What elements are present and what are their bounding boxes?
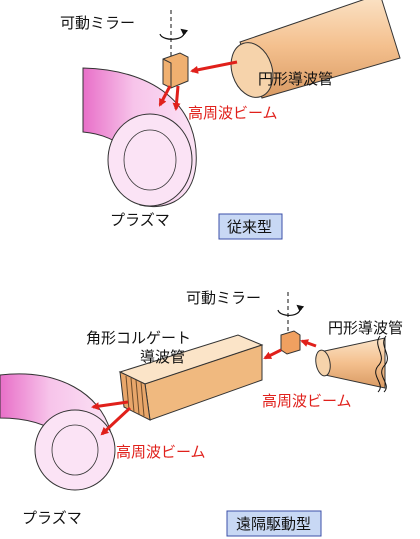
rotation-arrow-top xyxy=(159,28,189,40)
plasma-label-bottom: プラズマ xyxy=(22,509,82,527)
type-label-bottom: 遠隔駆動型 xyxy=(236,515,311,533)
beam-label-bottom-left: 高周波ビーム xyxy=(116,443,206,461)
beam-label-bottom-right: 高周波ビーム xyxy=(262,392,352,410)
top-diagram: 可動ミラー 円形導波管 高周波ビーム プラズマ 従来型 xyxy=(60,0,401,240)
circular-waveguide-bottom xyxy=(315,335,388,393)
beam-in-bottom xyxy=(300,339,317,348)
type-box-top: 従来型 xyxy=(218,213,283,240)
circular-waveguide-top xyxy=(230,0,401,99)
plasma-torus-top xyxy=(82,67,197,208)
mirror-bottom xyxy=(280,330,301,355)
mirror-label-bottom: 可動ミラー xyxy=(186,289,261,307)
waveguide-label-top: 円形導波管 xyxy=(258,70,333,88)
rect-waveguide-label-line1: 角形コルゲート xyxy=(86,329,191,347)
rotation-arrow-bottom xyxy=(277,304,305,317)
type-label-top: 従来型 xyxy=(227,218,272,236)
circ-waveguide-label-bottom: 円形導波管 xyxy=(328,319,403,337)
bottom-diagram: 可動ミラー 円形導波管 角形コルゲート 導波管 高周波ビーム 高周波ビーム プラ… xyxy=(0,289,403,537)
beam-in-top xyxy=(190,60,238,74)
beam-label-top: 高周波ビーム xyxy=(188,104,278,122)
beam-out-bottom-1 xyxy=(91,400,129,411)
beam-out-bottom-2 xyxy=(100,406,132,436)
rect-waveguide xyxy=(118,334,264,421)
mirror-top xyxy=(162,52,189,89)
type-box-bottom: 遠隔駆動型 xyxy=(226,510,322,537)
beam-mirror-to-box xyxy=(263,348,282,360)
plasma-label-top: プラズマ xyxy=(110,211,170,229)
mirror-label-top: 可動ミラー xyxy=(60,14,135,32)
plasma-torus-bottom xyxy=(0,373,116,491)
beam-out-top-2 xyxy=(172,85,181,111)
rect-waveguide-label-line2: 導波管 xyxy=(140,348,185,366)
beam-out-top-1 xyxy=(158,85,172,107)
